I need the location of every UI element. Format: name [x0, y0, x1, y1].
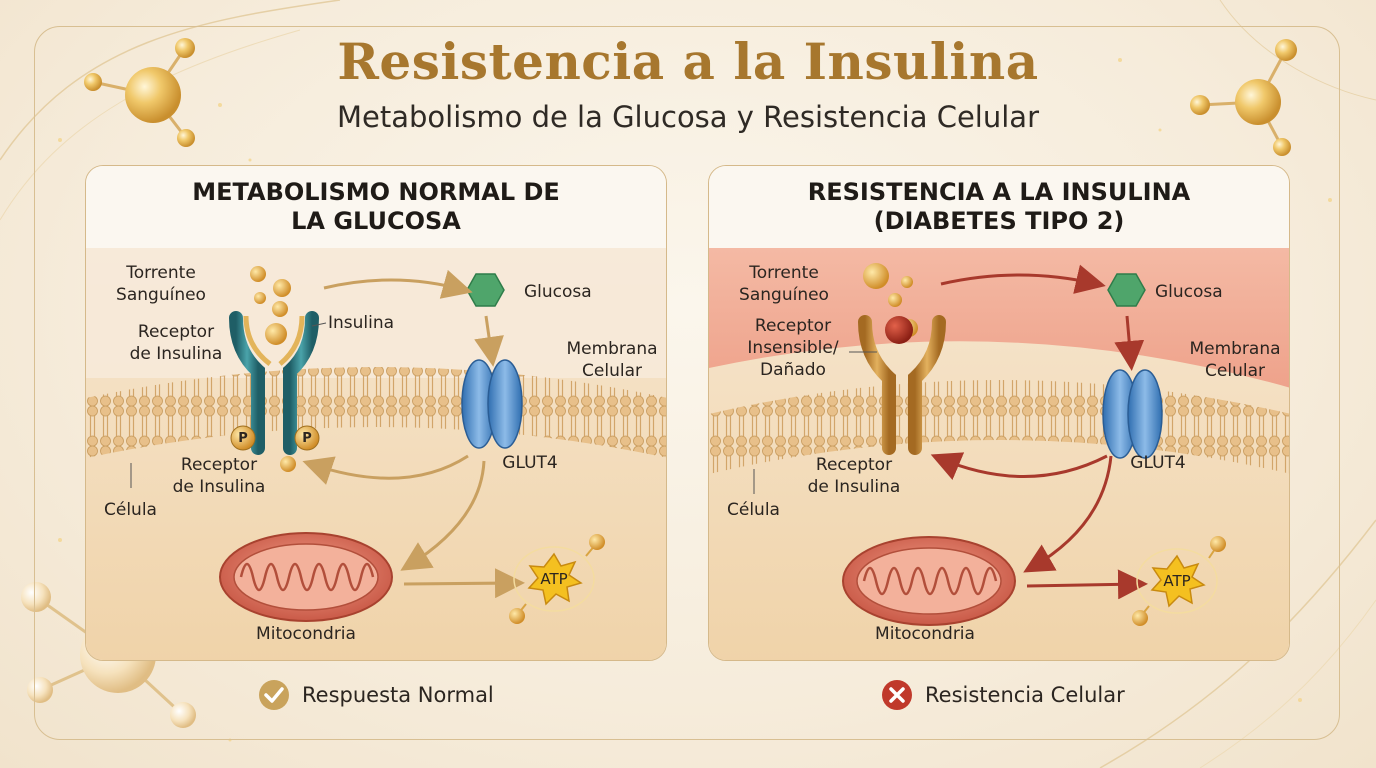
check-icon [259, 680, 289, 710]
label-membrane: Membrana Celular [1189, 339, 1281, 381]
damaged-receptor [849, 315, 946, 455]
mitochondria-icon [219, 532, 393, 622]
label-cell: Célula [104, 500, 157, 520]
glut4-transporter [1102, 369, 1163, 459]
label-atp: ATP [540, 570, 568, 588]
page-title: Resistencia a la Insulina [337, 32, 1039, 91]
footer-resistance: Resistencia Celular [881, 678, 1125, 712]
label-glucose: Glucosa [524, 282, 592, 302]
glut4-transporter [461, 359, 523, 449]
insulin-receptor [229, 311, 327, 455]
phosphate-group [230, 425, 320, 451]
label-mitochondria: Mitocondria [875, 624, 975, 644]
atp-icon [509, 534, 605, 624]
label-cell: Célula [727, 500, 780, 520]
label-glucose: Glucosa [1155, 282, 1223, 302]
label-receptor-top: Receptor Insensible/ Dañado [747, 316, 839, 380]
glucose-icon [466, 273, 505, 307]
outer-frame [34, 26, 1340, 740]
insulin-particles [250, 266, 296, 472]
phosphate-label: P [302, 431, 312, 446]
label-glut4: GLUT4 [502, 453, 558, 473]
glucose-icon [1107, 273, 1146, 307]
label-receptor-top: Receptor de Insulina [129, 322, 223, 364]
footer-normal-text: Respuesta Normal [302, 683, 494, 707]
panel-insulin-resistance: RESISTENCIA A LA INSULINA (DIABETES TIPO… [708, 165, 1290, 661]
page-subtitle: Metabolismo de la Glucosa y Resistencia … [336, 100, 1039, 134]
label-insulin: Insulina [328, 313, 395, 333]
resistance-diagram [709, 248, 1289, 660]
molecule-top-right-icon [1190, 39, 1297, 156]
label-receptor-bottom: Receptor de Insulina [172, 455, 266, 497]
label-atp: ATP [1163, 572, 1191, 590]
panel-normal-metabolism: METABOLISMO NORMAL DE LA GLUCOSA Torrent… [85, 165, 667, 661]
footer-resistance-text: Resistencia Celular [925, 683, 1125, 707]
phosphate-label: P [238, 431, 248, 446]
atp-icon [1132, 536, 1226, 626]
footer-normal: Respuesta Normal [258, 678, 494, 712]
label-receptor-bottom: Receptor de Insulina [807, 455, 901, 497]
label-glut4: GLUT4 [1130, 453, 1186, 473]
label-bloodstream: Torrente Sanguíneo [739, 263, 829, 305]
normal-diagram [86, 248, 666, 660]
label-mitochondria: Mitocondria [256, 624, 356, 644]
molecule-top-left-icon [84, 38, 195, 147]
mitochondria-icon [842, 536, 1016, 626]
label-membrane: Membrana Celular [566, 339, 658, 381]
x-icon [882, 680, 912, 710]
panel-normal-heading: METABOLISMO NORMAL DE LA GLUCOSA [86, 166, 666, 248]
label-bloodstream: Torrente Sanguíneo [116, 263, 206, 305]
panel-resistance-heading: RESISTENCIA A LA INSULINA (DIABETES TIPO… [709, 166, 1289, 248]
